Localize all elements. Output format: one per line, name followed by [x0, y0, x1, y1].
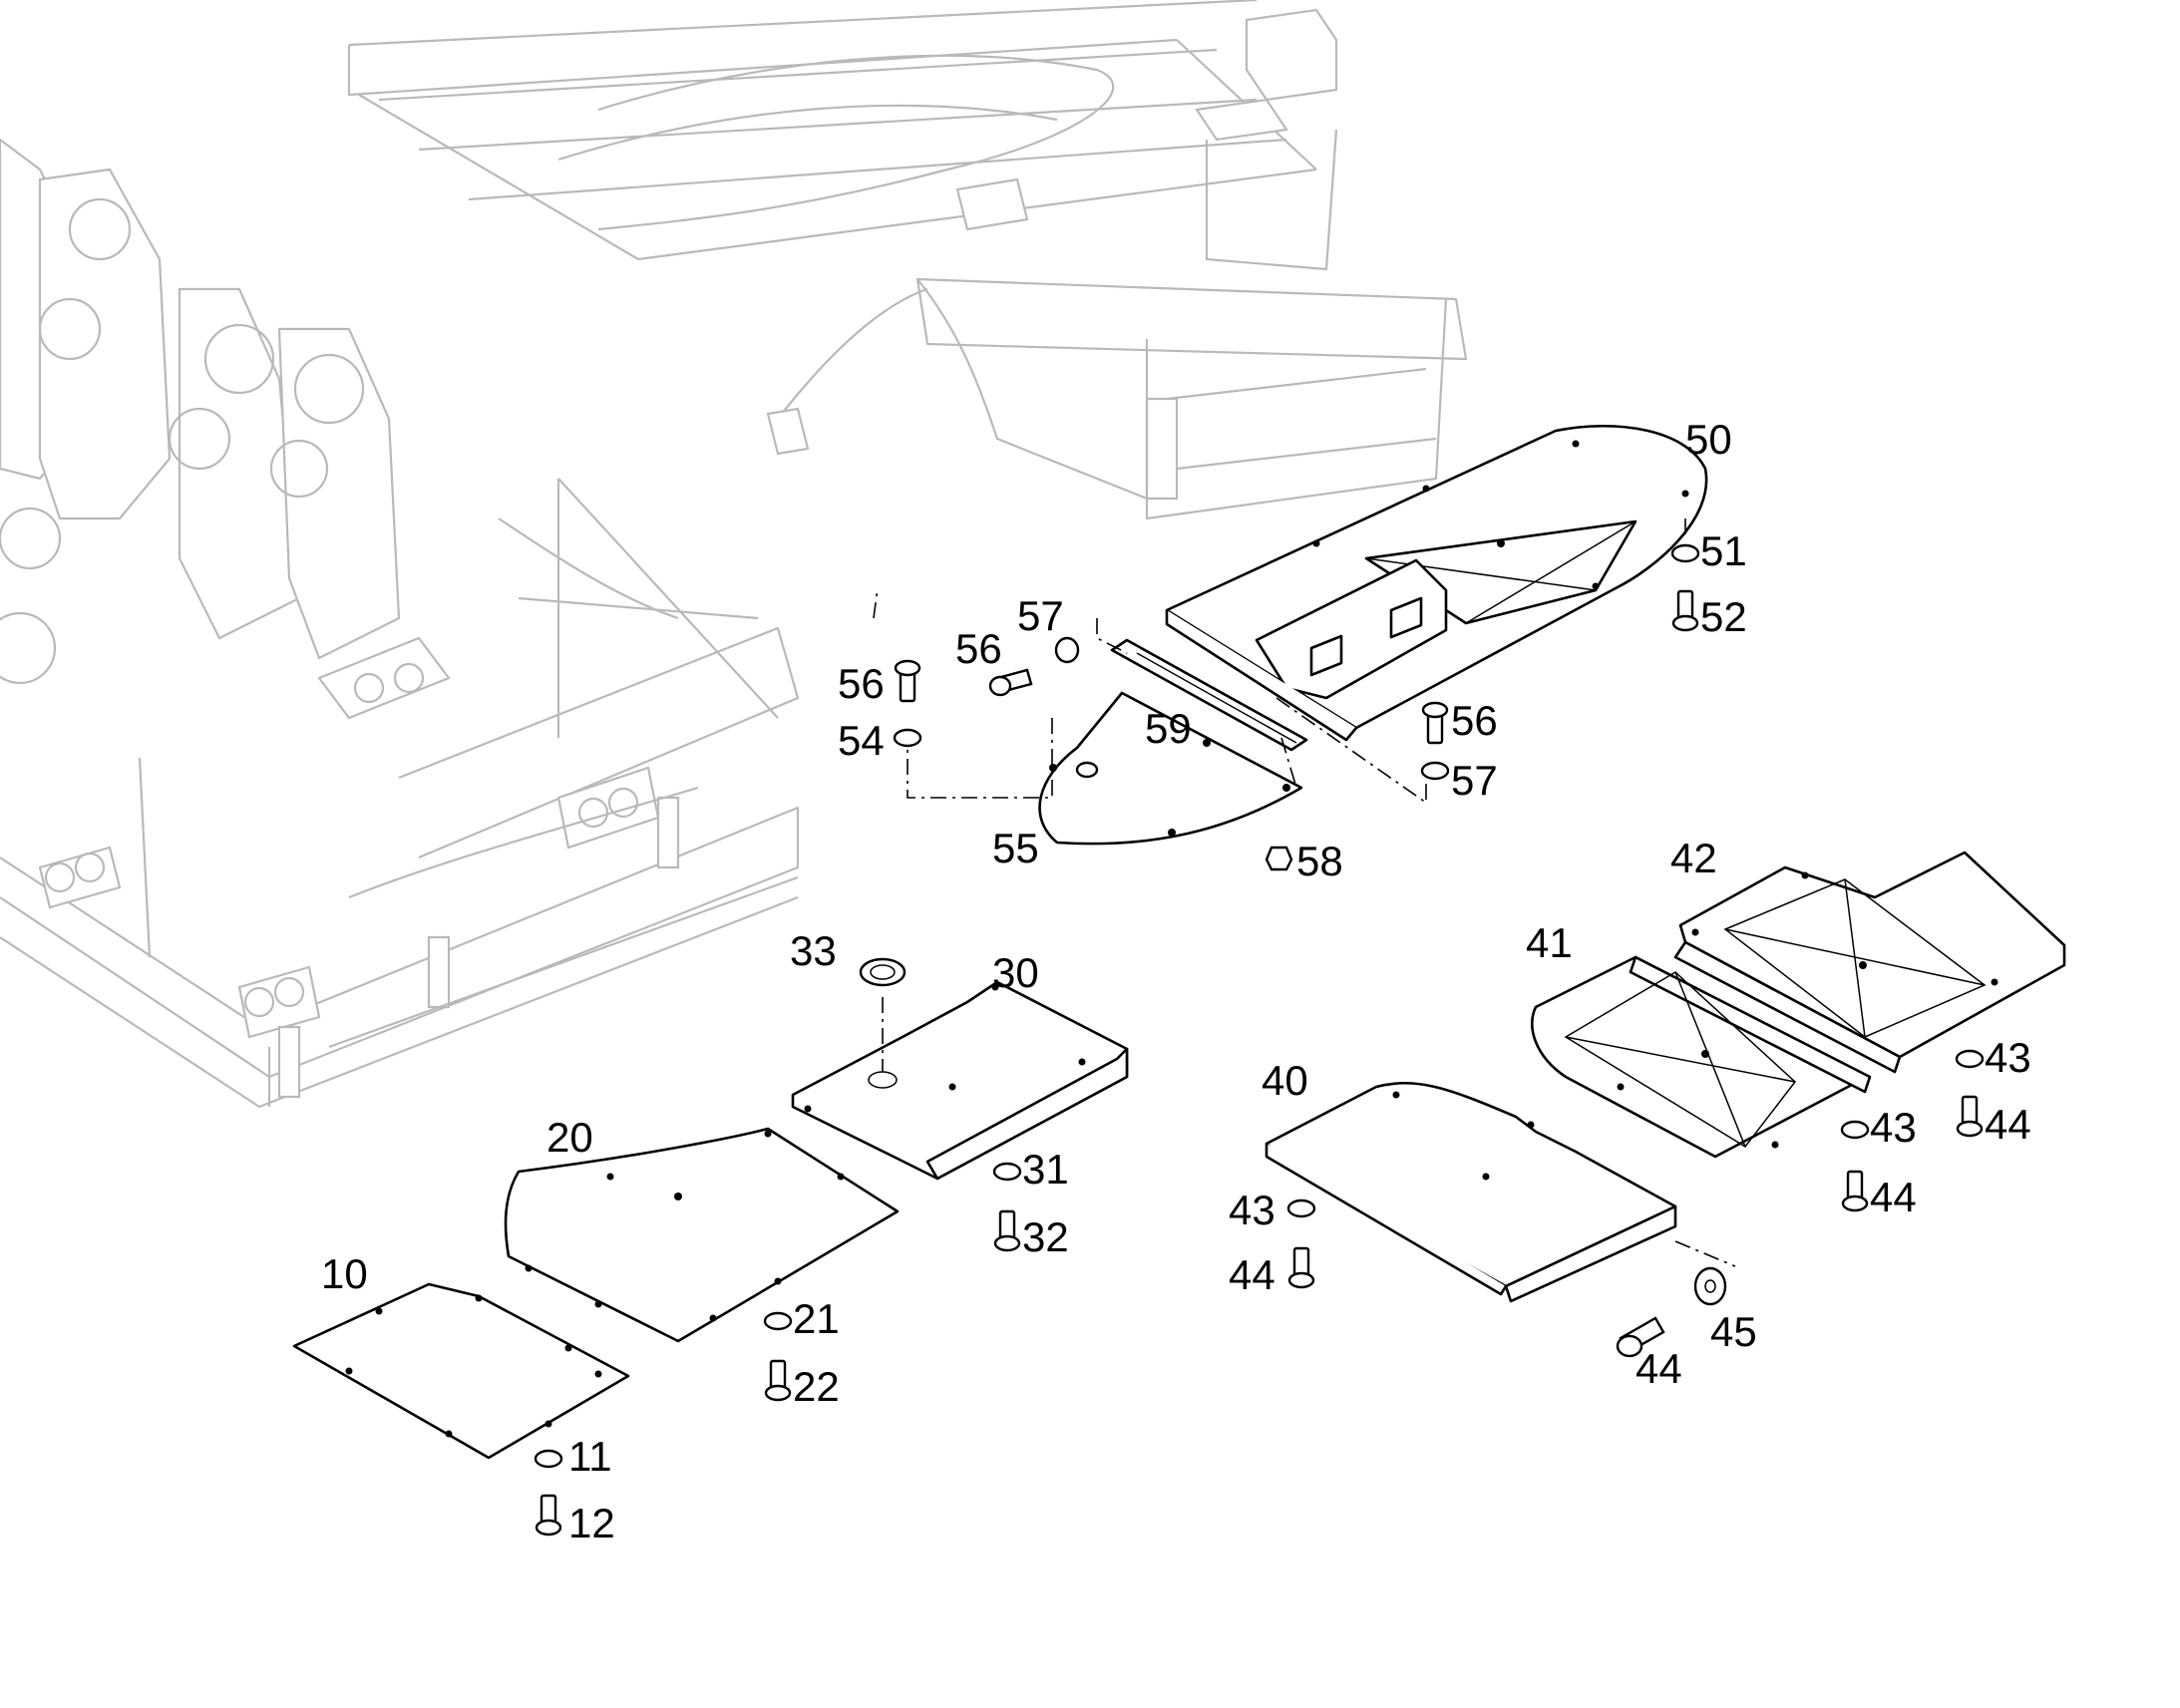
- part-10-cover: [292, 1282, 630, 1460]
- callout-51: 51: [1700, 527, 1747, 574]
- callout-31: 31: [1022, 1146, 1069, 1193]
- callout-52: 52: [1700, 593, 1747, 640]
- assembly-lines-50: [873, 518, 1686, 805]
- hardware: [534, 543, 1985, 1537]
- callout-58: 58: [1296, 838, 1343, 884]
- part-20-cover: [504, 1127, 900, 1343]
- callout-labels: 10 11 12 20 21 22 30 31 32 33 40 41 42 4…: [321, 416, 2031, 1546]
- part-30-cover: [791, 980, 1129, 1181]
- callout-44-right: 44: [1985, 1101, 2031, 1148]
- callout-30: 30: [992, 949, 1039, 996]
- callout-56-left: 56: [838, 660, 885, 707]
- callout-55: 55: [992, 825, 1039, 871]
- callout-57-right: 57: [1451, 757, 1498, 804]
- machine-frame: [0, 0, 1468, 1109]
- part-55-cover-plate: [1038, 691, 1303, 846]
- part-59-hinge: [1110, 638, 1308, 752]
- callout-59: 59: [1145, 705, 1192, 752]
- callout-10: 10: [321, 1250, 368, 1297]
- callout-33: 33: [790, 927, 837, 974]
- callout-21: 21: [793, 1295, 840, 1342]
- callout-40: 40: [1262, 1057, 1308, 1104]
- callout-54: 54: [838, 717, 885, 764]
- callout-41: 41: [1526, 919, 1573, 966]
- callout-45: 45: [1710, 1308, 1757, 1355]
- part-50-rear-cover: [1165, 424, 1708, 742]
- part-41-cover: [1531, 955, 1872, 1159]
- callout-56-right: 56: [1451, 697, 1498, 744]
- callout-43-right: 43: [1985, 1034, 2031, 1081]
- part-40-cover: [1265, 1081, 1736, 1303]
- callout-44-mid: 44: [1870, 1174, 1917, 1220]
- callout-57-top: 57: [1017, 592, 1064, 639]
- callout-32: 32: [1022, 1213, 1069, 1260]
- part-42-cover: [1673, 851, 2066, 1074]
- callout-44-bottom: 44: [1635, 1345, 1682, 1392]
- callout-11: 11: [568, 1433, 612, 1480]
- callout-42: 42: [1670, 835, 1717, 881]
- callout-12: 12: [568, 1500, 615, 1546]
- callout-20: 20: [546, 1114, 593, 1161]
- callout-56-top: 56: [955, 625, 1002, 672]
- callout-44-left: 44: [1229, 1251, 1275, 1298]
- callout-22: 22: [793, 1363, 840, 1410]
- callout-50: 50: [1685, 416, 1732, 463]
- callout-43-left: 43: [1229, 1187, 1275, 1233]
- callout-43-mid: 43: [1870, 1104, 1917, 1151]
